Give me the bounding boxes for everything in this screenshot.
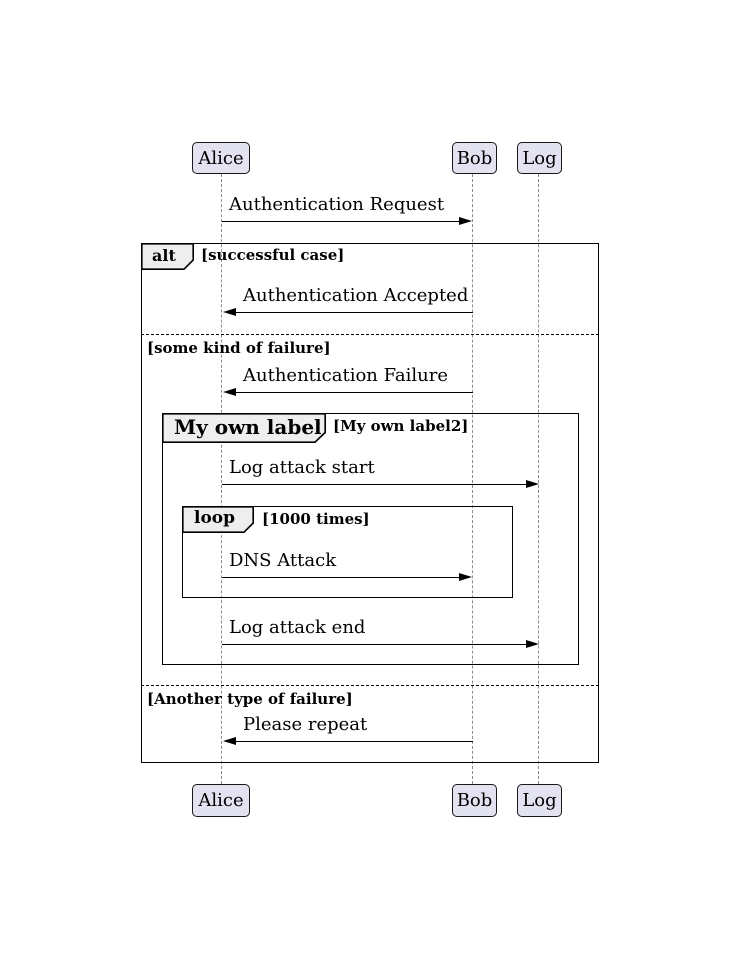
message-label: Authentication Request [229,194,445,215]
arrowhead-right-icon [526,640,539,648]
message-label: Please repeat [243,714,368,735]
participant-label: Alice [198,147,244,169]
message-line [222,221,459,222]
lifeline-alice [221,174,222,784]
group-operator-tab [162,413,326,443]
participant-bob-top: Bob [452,142,497,174]
group-operator-label: My own label [174,415,322,439]
message-label: Log attack end [229,617,366,638]
loop-frame [182,506,513,598]
participant-label: Bob [456,147,493,169]
alt-guard-3: [Another type of failure] [147,690,353,708]
arrowhead-left-icon [223,308,236,316]
group-frame [162,413,579,665]
message-line [236,312,473,313]
message-line [236,392,473,393]
message-label: Log attack start [229,457,375,478]
alt-else-divider-2 [141,685,599,686]
message-line [222,577,459,578]
participant-log-bottom: Log [517,784,562,817]
arrowhead-right-icon [459,217,472,225]
arrowhead-right-icon [526,480,539,488]
participant-label: Bob [456,790,493,811]
participant-label: Alice [198,790,244,811]
group-guard: [My own label2] [333,417,469,435]
message-label: DNS Attack [229,550,337,571]
alt-else-divider-1 [141,334,599,335]
participant-log-top: Log [517,142,562,174]
participant-label: Log [522,790,557,811]
message-label: Authentication Accepted [243,285,469,306]
message-line [222,484,526,485]
participant-label: Log [522,147,557,169]
participant-alice-top: Alice [192,142,250,174]
loop-operator-label: loop [194,508,236,528]
message-line [236,741,473,742]
loop-guard: [1000 times] [262,510,370,528]
alt-guard-1: [successful case] [201,246,345,264]
participant-alice-bottom: Alice [192,784,250,817]
alt-operator-tab [141,243,194,270]
lifeline-bob [472,174,473,784]
alt-frame [141,243,599,763]
lifeline-log [538,174,539,784]
alt-guard-2: [some kind of failure] [147,339,331,357]
arrowhead-left-icon [223,737,236,745]
message-line [222,644,526,645]
message-label: Authentication Failure [243,365,448,386]
arrowhead-left-icon [223,388,236,396]
loop-operator-tab [182,506,254,533]
participant-bob-bottom: Bob [452,784,497,817]
arrowhead-right-icon [459,573,472,581]
alt-operator-label: alt [152,246,176,265]
